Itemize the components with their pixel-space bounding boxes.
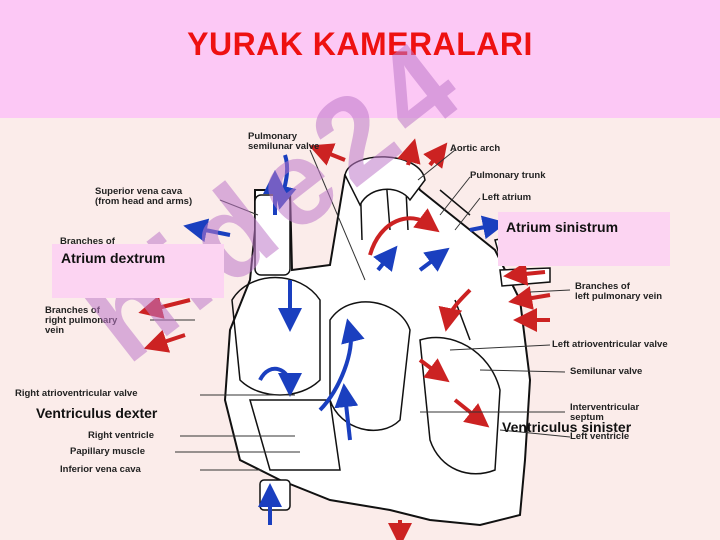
label-papillary-muscle: Papillary muscle bbox=[70, 446, 145, 457]
overlay-atrium-sinistrum-text: Atrium sinistrum bbox=[506, 219, 619, 235]
oxygenated-flow-arrows bbox=[138, 138, 551, 540]
label-left-atrioventricular-valve: Left atrioventricular valve bbox=[552, 339, 668, 350]
label-inferior-vena-cava: Inferior vena cava bbox=[60, 464, 141, 475]
label-pulmonary-trunk: Pulmonary trunk bbox=[470, 170, 546, 181]
overlay-atrium-dextrum-text: Atrium dextrum bbox=[61, 250, 166, 266]
overlay-atrium-dextrum: Atrium dextrum bbox=[52, 244, 224, 298]
label-semilunar-valve: Semilunar valve bbox=[570, 366, 643, 377]
label-pulmonary-semilunar-valve: Pulmonary semilunar valve bbox=[248, 131, 320, 152]
leader-lines bbox=[129, 149, 571, 471]
label-superior-vena-cava: Superior vena cava (from head and arms) bbox=[95, 186, 193, 207]
label-right-atrioventricular-valve: Right atrioventricular valve bbox=[15, 388, 138, 399]
label-aortic-arch: Aortic arch bbox=[450, 143, 501, 154]
label-interventricular-septum: Interventricular septum bbox=[570, 402, 640, 423]
deoxygenated-flow-arrows bbox=[183, 154, 507, 525]
slide-header bbox=[0, 0, 720, 118]
label-right-ventricle: Right ventricle bbox=[88, 430, 154, 441]
label-branches-right-pulmonary-vein: Branches of right pulmonary vein bbox=[45, 305, 118, 336]
label-branches-left-pulmonary-vein: Branches of left pulmonary vein bbox=[575, 281, 663, 302]
slide-title: YURAK KAMERALARI bbox=[187, 26, 533, 62]
overlay-ventriculus-sinister: Ventriculus sinister bbox=[502, 419, 632, 435]
overlay-ventriculus-dexter: Ventriculus dexter bbox=[36, 405, 158, 421]
label-branches-of: Branches of bbox=[60, 236, 115, 247]
label-left-atrium: Left atrium bbox=[482, 192, 532, 203]
overlay-atrium-sinistrum: Atrium sinistrum bbox=[498, 212, 670, 266]
label-left-ventricle: Left ventricle bbox=[570, 431, 630, 442]
